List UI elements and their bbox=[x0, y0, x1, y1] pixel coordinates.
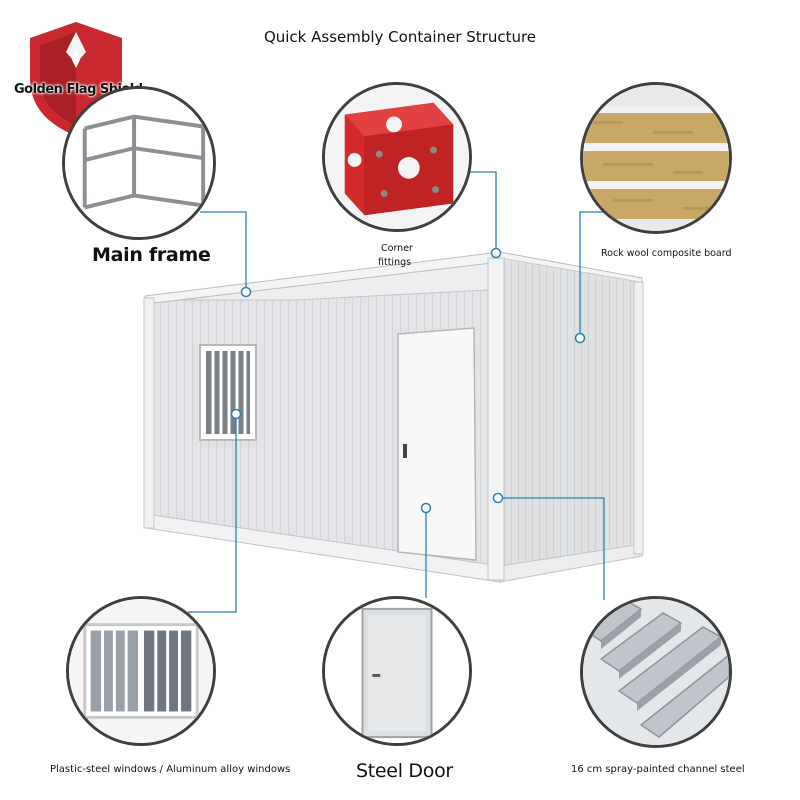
channel-steel-photo bbox=[580, 596, 732, 748]
main-frame-label: Main frame bbox=[92, 244, 211, 266]
corner-fittings-label-2: fittings bbox=[378, 257, 412, 268]
steel-door-label: Steel Door bbox=[356, 760, 453, 782]
rock-wool-photo bbox=[580, 82, 732, 234]
main-frame-photo bbox=[62, 86, 216, 240]
channel-steel-label: 16 cm spray-painted channel steel bbox=[571, 764, 745, 775]
corner-fittings-label-1: Corner bbox=[381, 243, 413, 254]
windows-photo bbox=[66, 596, 216, 746]
steel-door-photo bbox=[322, 596, 472, 746]
page-title: Quick Assembly Container Structure bbox=[263, 28, 537, 46]
corner-fittings-photo bbox=[322, 82, 472, 232]
windows-label: Plastic-steel windows / Aluminum alloy w… bbox=[50, 764, 291, 775]
rock-wool-label: Rock wool composite board bbox=[601, 248, 732, 259]
